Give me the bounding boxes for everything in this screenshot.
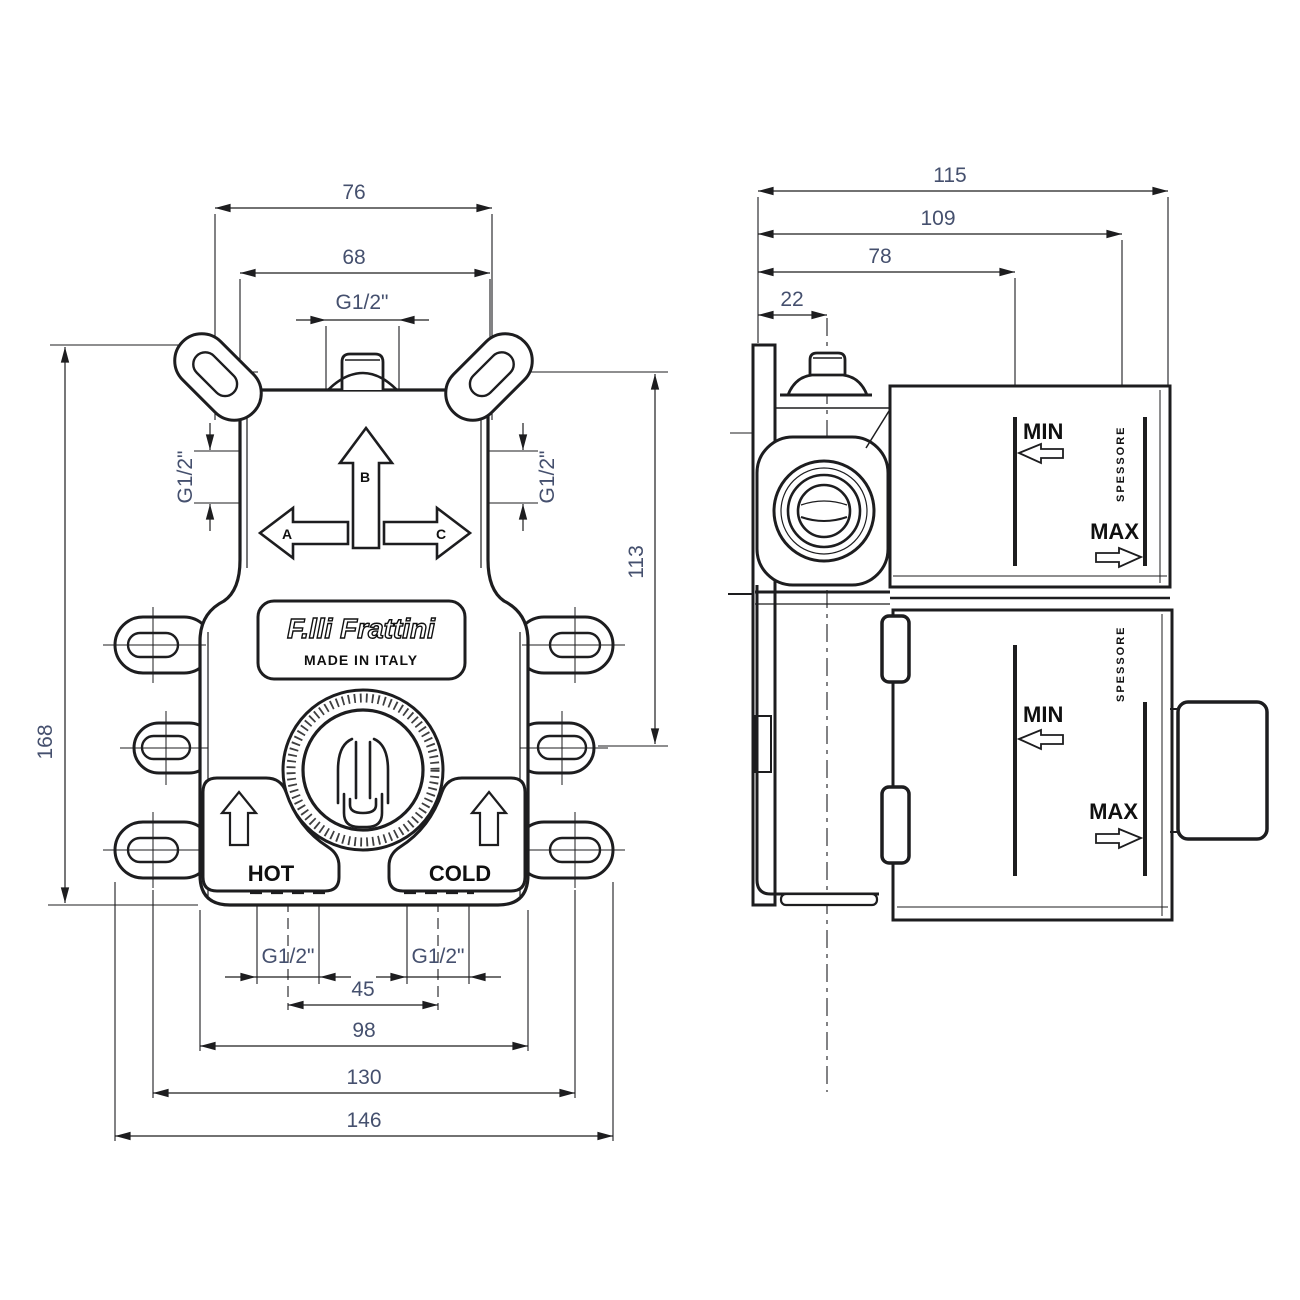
dim-thread-left: G1/2" (174, 451, 197, 504)
plaster-marks-upper: MIN MAX SPESSORE (1013, 417, 1147, 569)
plaster-lower-label: SPESSORE (1115, 625, 1127, 702)
min-lower-label: MIN (1023, 702, 1063, 727)
hot-up-arrow-icon (219, 790, 259, 847)
dim-mount-holes-width: 76 (342, 181, 365, 204)
cover-clip-top (880, 614, 911, 684)
brand-name: F.lli Frattini (287, 613, 436, 644)
upper-cover (888, 384, 1172, 600)
cover-clip-bottom (880, 785, 911, 865)
cold-up-arrow-icon (469, 790, 509, 847)
mounting-ear-left (173, 332, 263, 422)
arrow-right-c-icon (382, 505, 473, 561)
port-letter-c: C (436, 526, 446, 542)
front-dimension-lines (60, 203, 660, 1141)
flow-arrows: B A C (257, 425, 473, 561)
dim-depth-min-plaster: 78 (868, 245, 891, 268)
cold-label: COLD (429, 861, 491, 886)
max-upper-arrow-icon (1095, 546, 1144, 569)
brand-plate: F.lli Frattini MADE IN ITALY (256, 599, 467, 681)
lower-cover (891, 608, 1174, 922)
dim-tab-holes-width: 130 (346, 1066, 381, 1089)
mounting-ear-right (444, 332, 534, 422)
dim-right-height: 113 (625, 545, 648, 578)
max-lower-label: MAX (1089, 799, 1138, 824)
max-lower-arrow-icon (1095, 827, 1144, 850)
dim-thread-right: G1/2" (536, 451, 559, 504)
dim-overall-height: 168 (34, 724, 57, 759)
hot-panel: HOT (201, 776, 341, 893)
plate-clip (754, 715, 772, 773)
min-upper-arrow-icon (1016, 442, 1064, 465)
port-letter-b: B (360, 469, 370, 485)
outlet-block (1170, 700, 1269, 841)
tab-centermarks (103, 607, 625, 888)
dim-thread-hot: G1/2" (262, 945, 315, 968)
dim-body-top-width: 68 (342, 246, 365, 269)
plaster-marks-lower: MIN MAX SPESSORE (1013, 625, 1147, 876)
made-in-label: MADE IN ITALY (304, 652, 418, 668)
min-upper-label: MIN (1023, 419, 1063, 444)
dim-body-width: 98 (352, 1019, 375, 1042)
side-view: MIN MAX SPESSORE MIN MAX SPESSORE 115 10… (728, 164, 1269, 1092)
ear-slot-left (192, 351, 239, 398)
front-view: B A C F.lli Frattini MADE IN ITALY (34, 181, 668, 1141)
ear-slot-right (468, 351, 515, 398)
cold-panel: COLD (387, 776, 527, 893)
dim-depth-max-plaster: 109 (920, 207, 955, 230)
side-dimension-lines (758, 186, 1168, 320)
max-upper-label: MAX (1090, 519, 1139, 544)
dim-overall-width: 146 (346, 1109, 381, 1132)
hot-label: HOT (248, 861, 295, 886)
brand-logo-icon (281, 688, 445, 852)
port-letter-a: A (282, 526, 292, 542)
arrow-left-a-icon (257, 505, 350, 561)
arrow-up-b-icon (337, 425, 395, 550)
dim-bottom-ports-spacing: 45 (351, 978, 374, 1001)
dim-thread-cold: G1/2" (412, 945, 465, 968)
dim-depth-overall: 115 (933, 164, 966, 187)
dim-depth-top-port: 22 (780, 288, 803, 311)
side-top-port (775, 351, 890, 409)
trident-glyph (336, 737, 390, 829)
dim-thread-top: G1/2" (336, 291, 389, 314)
front-extension-lines (48, 214, 668, 1141)
plaster-upper-label: SPESSORE (1115, 425, 1127, 502)
side-valve-body (755, 410, 890, 907)
min-lower-arrow-icon (1016, 728, 1064, 751)
top-port (327, 352, 398, 391)
